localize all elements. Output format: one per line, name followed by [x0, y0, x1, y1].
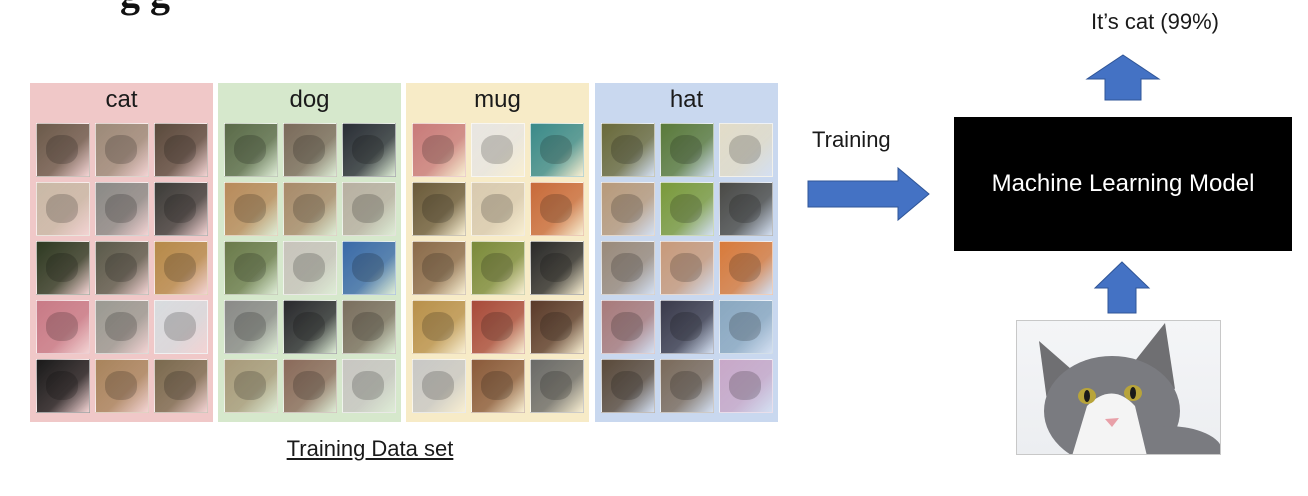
sample-image-cat: [95, 241, 149, 295]
sample-image-cat: [36, 359, 90, 413]
training-arrow-shape: [807, 166, 930, 222]
training-label: Training: [812, 127, 891, 152]
sample-image-hat: [660, 241, 714, 295]
category-panel-mug: mug: [406, 83, 589, 422]
sample-image-cat: [95, 359, 149, 413]
image-grid: [601, 123, 773, 413]
sample-image-mug: [530, 300, 584, 354]
cropped-title-text: g g: [120, 0, 680, 18]
sample-image-dog: [342, 182, 396, 236]
sample-image-cat: [154, 300, 208, 354]
sample-image-cat: [95, 300, 149, 354]
sample-image-dog: [224, 359, 278, 413]
sample-image-dog: [224, 123, 278, 177]
sample-image-cat: [36, 123, 90, 177]
sample-image-dog: [224, 300, 278, 354]
sample-image-hat: [660, 359, 714, 413]
output-arrow-shape: [1085, 54, 1161, 101]
sample-image-dog: [283, 359, 337, 413]
category-label: mug: [474, 86, 521, 113]
image-grid: [36, 123, 208, 413]
sample-image-hat: [601, 241, 655, 295]
category-panel-hat: hat: [595, 83, 778, 422]
sample-image-hat: [719, 300, 773, 354]
sample-image-hat: [719, 241, 773, 295]
image-grid: [224, 123, 396, 413]
sample-image-cat: [154, 241, 208, 295]
sample-image-mug: [471, 123, 525, 177]
sample-image-dog: [283, 300, 337, 354]
sample-image-dog: [283, 241, 337, 295]
sample-image-mug: [471, 300, 525, 354]
sample-image-hat: [660, 300, 714, 354]
sample-image-cat: [36, 182, 90, 236]
sample-image-hat: [601, 359, 655, 413]
sample-image-mug: [530, 123, 584, 177]
ml-model-box: Machine Learning Model: [954, 117, 1292, 251]
category-panel-cat: cat: [30, 83, 213, 422]
sample-image-dog: [342, 241, 396, 295]
image-grid: [412, 123, 584, 413]
sample-image-mug: [530, 182, 584, 236]
sample-image-mug: [471, 241, 525, 295]
category-label: hat: [669, 86, 704, 113]
sample-image-mug: [471, 359, 525, 413]
training-dataset-label: Training Data set: [286, 436, 454, 461]
input-cat-photo: [1016, 320, 1221, 455]
cat-photo-icon: [1039, 323, 1220, 454]
sample-image-hat: [660, 123, 714, 177]
category-label: cat: [105, 86, 138, 113]
sample-image-hat: [601, 300, 655, 354]
sample-image-cat: [36, 300, 90, 354]
sample-image-mug: [530, 241, 584, 295]
sample-image-mug: [471, 182, 525, 236]
sample-image-cat: [154, 182, 208, 236]
sample-image-mug: [530, 359, 584, 413]
sample-image-cat: [36, 241, 90, 295]
sample-image-dog: [224, 182, 278, 236]
category-panel-dog: dog: [218, 83, 401, 422]
sample-image-cat: [95, 123, 149, 177]
output-arrow-icon: [1085, 54, 1161, 101]
sample-image-cat: [95, 182, 149, 236]
sample-image-dog: [342, 123, 396, 177]
sample-image-hat: [719, 123, 773, 177]
input-arrow-icon: [1093, 261, 1151, 314]
sample-image-hat: [660, 182, 714, 236]
ml-model-label: Machine Learning Model: [991, 170, 1255, 197]
sample-image-hat: [601, 182, 655, 236]
sample-image-dog: [283, 123, 337, 177]
sample-image-dog: [283, 182, 337, 236]
sample-image-dog: [342, 359, 396, 413]
sample-image-mug: [412, 300, 466, 354]
sample-image-hat: [601, 123, 655, 177]
sample-image-hat: [719, 182, 773, 236]
category-label: dog: [289, 86, 330, 113]
sample-image-mug: [412, 182, 466, 236]
sample-image-cat: [154, 359, 208, 413]
sample-image-dog: [224, 241, 278, 295]
sample-image-cat: [154, 123, 208, 177]
sample-image-hat: [719, 359, 773, 413]
prediction-result-label: It’s cat (99%): [1091, 9, 1219, 34]
training-arrow-icon: [807, 166, 930, 222]
sample-image-mug: [412, 123, 466, 177]
input-arrow-shape: [1093, 261, 1151, 314]
sample-image-dog: [342, 300, 396, 354]
sample-image-mug: [412, 241, 466, 295]
sample-image-mug: [412, 359, 466, 413]
